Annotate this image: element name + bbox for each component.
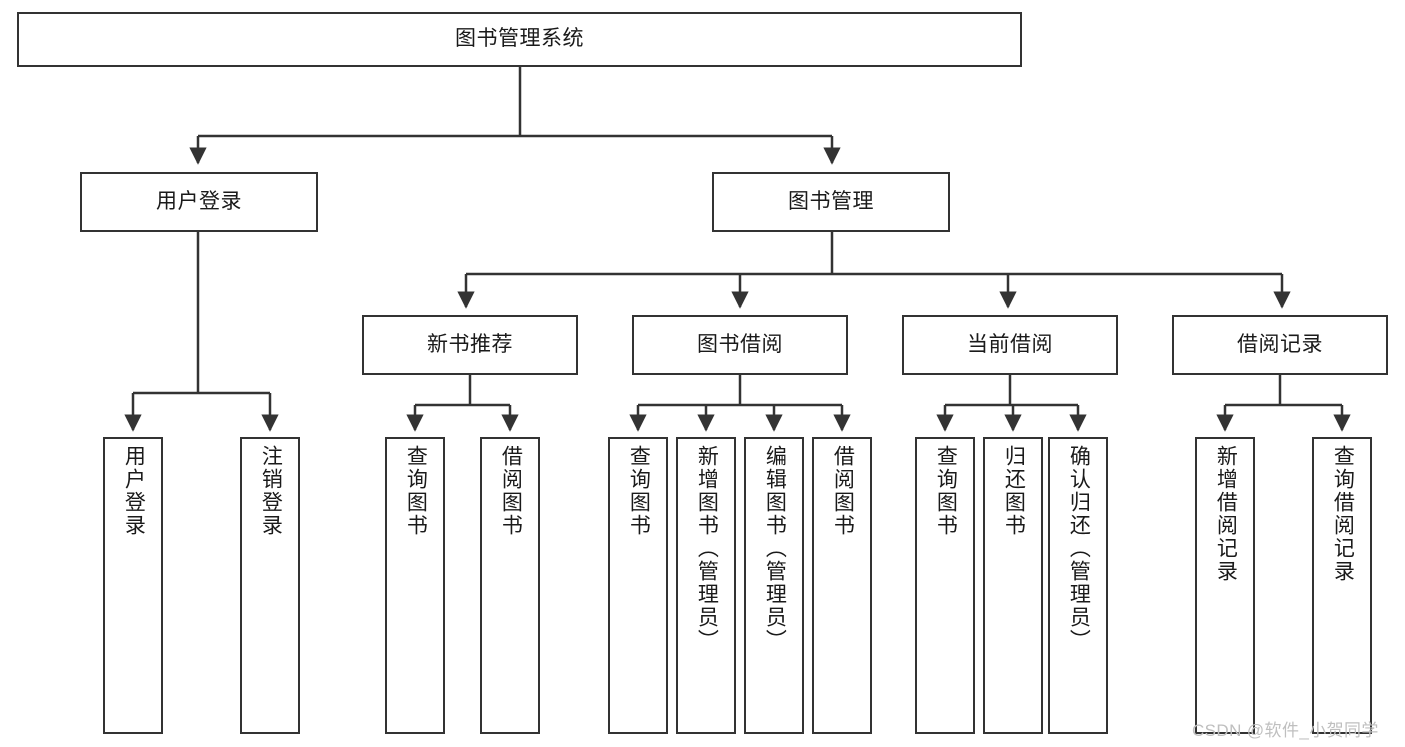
node-leaf-user-logout[interactable]: 注销登录 [240, 437, 300, 734]
node-book-borrow-label: 图书借阅 [697, 332, 783, 356]
node-user-login-label: 用户登录 [156, 189, 242, 213]
node-leaf-add-record-label: 新增借阅记录 [1214, 445, 1238, 583]
node-book-borrow[interactable]: 图书借阅 [632, 315, 848, 375]
node-root-label: 图书管理系统 [455, 27, 584, 51]
node-leaf-user-login[interactable]: 用户登录 [103, 437, 163, 734]
node-leaf-add-book[interactable]: 新增图书（管理员） [676, 437, 736, 734]
node-leaf-query-record-label: 查询借阅记录 [1331, 445, 1355, 583]
node-leaf-query-book-2-label: 查询图书 [627, 445, 651, 537]
node-leaf-user-login-label: 用户登录 [122, 445, 146, 537]
node-leaf-edit-book[interactable]: 编辑图书（管理员） [744, 437, 804, 734]
node-borrow-record-label: 借阅记录 [1237, 332, 1323, 356]
node-root[interactable]: 图书管理系统 [17, 12, 1022, 67]
node-current-borrow-label: 当前借阅 [967, 332, 1053, 356]
node-leaf-add-record[interactable]: 新增借阅记录 [1195, 437, 1255, 734]
node-leaf-borrow-book-1[interactable]: 借阅图书 [480, 437, 540, 734]
node-leaf-return-book-label: 归还图书 [1002, 445, 1026, 537]
node-leaf-add-book-label: 新增图书（管理员） [695, 445, 719, 652]
node-leaf-borrow-book-1-label: 借阅图书 [499, 445, 523, 537]
node-leaf-edit-book-label: 编辑图书（管理员） [763, 445, 787, 652]
node-book-management-label: 图书管理 [788, 189, 874, 213]
node-leaf-confirm-return-label: 确认归还（管理员） [1067, 445, 1091, 652]
node-leaf-borrow-book-2-label: 借阅图书 [831, 445, 855, 537]
node-current-borrow[interactable]: 当前借阅 [902, 315, 1118, 375]
node-borrow-record[interactable]: 借阅记录 [1172, 315, 1388, 375]
node-leaf-query-book-3-label: 查询图书 [934, 445, 958, 537]
node-leaf-query-book-2[interactable]: 查询图书 [608, 437, 668, 734]
node-leaf-query-book-1-label: 查询图书 [404, 445, 428, 537]
watermark: CSDN @软件_小贺同学 [1192, 721, 1379, 740]
node-user-login[interactable]: 用户登录 [80, 172, 318, 232]
node-new-book-recommend-label: 新书推荐 [427, 332, 513, 356]
node-leaf-confirm-return[interactable]: 确认归还（管理员） [1048, 437, 1108, 734]
node-leaf-query-book-3[interactable]: 查询图书 [915, 437, 975, 734]
node-leaf-return-book[interactable]: 归还图书 [983, 437, 1043, 734]
node-book-management[interactable]: 图书管理 [712, 172, 950, 232]
node-leaf-borrow-book-2[interactable]: 借阅图书 [812, 437, 872, 734]
node-leaf-user-logout-label: 注销登录 [259, 445, 283, 537]
node-new-book-recommend[interactable]: 新书推荐 [362, 315, 578, 375]
node-leaf-query-book-1[interactable]: 查询图书 [385, 437, 445, 734]
node-leaf-query-record[interactable]: 查询借阅记录 [1312, 437, 1372, 734]
